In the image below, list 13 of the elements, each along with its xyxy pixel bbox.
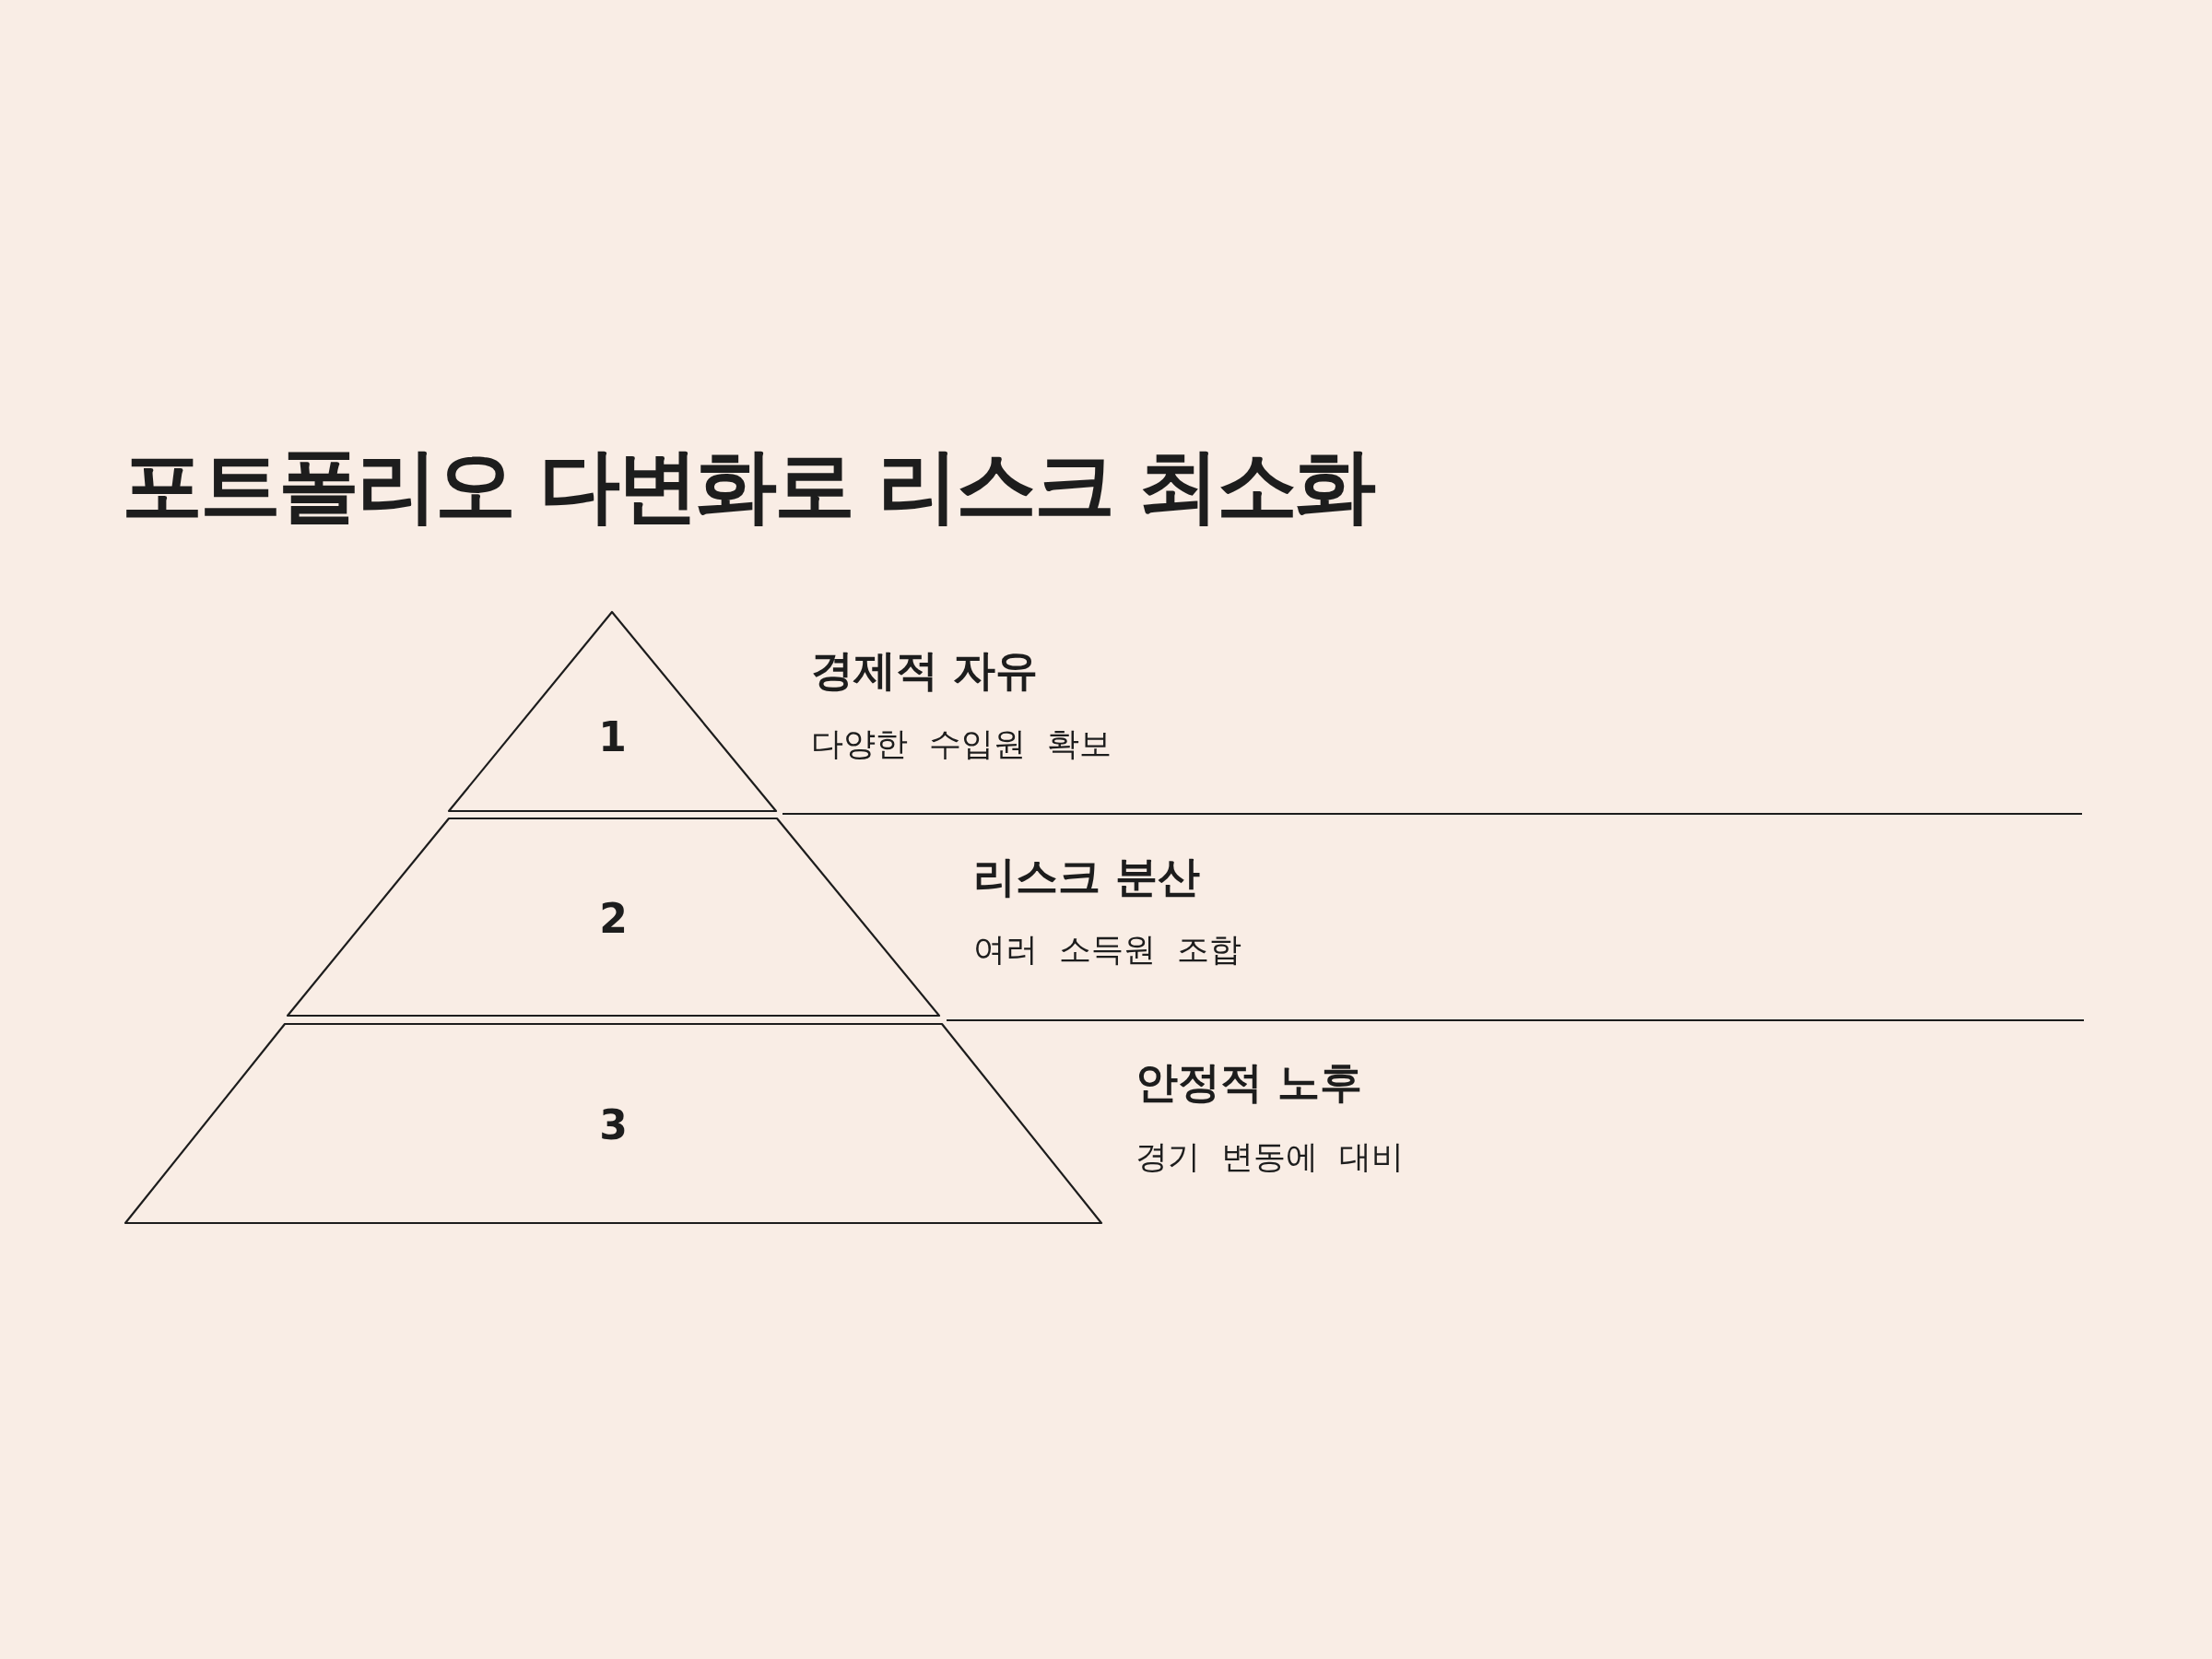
tier-description: 여러 소득원 조합: [973, 929, 1242, 970]
tier-number: 3: [598, 1100, 629, 1148]
pyramid-tier: [125, 1024, 1101, 1223]
tier-heading: 경제적 자유: [811, 644, 1038, 697]
title: 포트폴리오 다변화로 리스크 최소화: [122, 437, 1373, 535]
tier-number: 2: [598, 894, 629, 942]
tier-description: 경기 변동에 대비: [1135, 1136, 1405, 1177]
pyramid-triangle: [449, 612, 776, 811]
tier-number: 1: [597, 712, 628, 760]
tier-description: 다양한 수입원 확보: [811, 724, 1112, 764]
pyramid-tier: [288, 818, 939, 1016]
tier-heading: 안정적 노후: [1135, 1056, 1362, 1109]
tier-heading: 리스크 분산: [973, 851, 1200, 903]
